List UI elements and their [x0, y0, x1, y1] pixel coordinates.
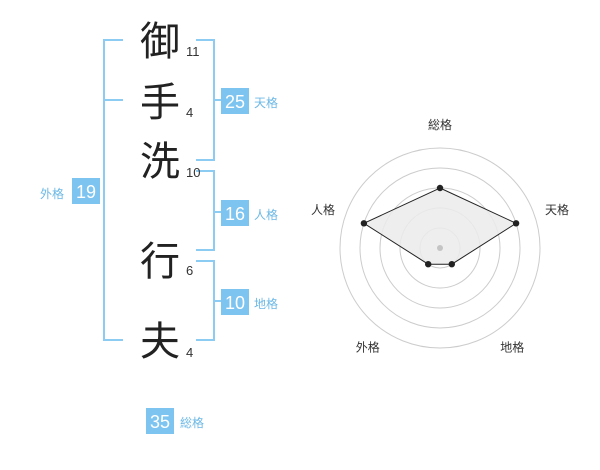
gaikaku-label: 外格 [40, 186, 64, 201]
radar-points [360, 184, 520, 268]
radar-axis-label-2: 天格 [545, 202, 569, 217]
gaikaku-value: 19 [76, 182, 96, 202]
name-char-1: 御 [140, 19, 180, 65]
radar-ring-4 [359, 167, 521, 329]
radar-center-dot [437, 245, 443, 251]
radar-axis-label-3: 地格 [500, 340, 524, 355]
name-char-3: 洗 [140, 139, 180, 185]
radar-grid [339, 147, 541, 349]
gaikaku-result: 外格 19 [40, 178, 100, 204]
stroke-count-3: 10 [186, 165, 200, 180]
chikaku-bracket [196, 260, 222, 341]
name-char-4: 行 [140, 239, 180, 285]
radar-point-2 [512, 220, 520, 227]
stroke-count-2: 4 [186, 105, 193, 120]
chikaku-label: 地格 [254, 296, 278, 311]
soukaku-result: 35 総格 [146, 408, 204, 434]
radar-axis-label-1: 総格 [428, 117, 452, 132]
chikaku-box [221, 289, 249, 315]
chikaku-value: 10 [225, 293, 245, 313]
jinkaku-value: 16 [225, 204, 245, 224]
stroke-count-4: 6 [186, 263, 193, 278]
radar-ring-5 [339, 147, 541, 349]
gaikaku-box [72, 178, 100, 204]
tenkaku-label: 天格 [254, 95, 278, 110]
tenkaku-box [221, 88, 249, 114]
jinkaku-result: 16 人格 [221, 200, 278, 226]
gaikaku-bracket [103, 39, 123, 341]
soukaku-label: 総格 [180, 415, 204, 430]
radar-point-3 [448, 261, 455, 268]
soukaku-box [146, 408, 174, 434]
stroke-count-5: 4 [186, 345, 193, 360]
radar-axis-label-5: 人格 [311, 202, 335, 217]
radar-axis-label-4: 外格 [356, 340, 380, 355]
stroke-count-1: 11 [186, 44, 200, 59]
radar-point-1 [436, 184, 444, 192]
tenkaku-value: 25 [225, 92, 245, 112]
tenkaku-result: 25 天格 [221, 88, 278, 114]
jinkaku-bracket [196, 170, 222, 251]
name-char-5: 夫 [140, 319, 180, 365]
radar-point-4 [425, 261, 432, 268]
jinkaku-box [221, 200, 249, 226]
radar-point-5 [360, 220, 368, 227]
name-char-2: 手 [140, 80, 180, 126]
jinkaku-label: 人格 [254, 207, 278, 222]
name-analysis: 御 手 洗 行 夫 11 4 10 6 4 外格 19 25 天格 16 人格 [40, 19, 278, 434]
radar-area [362, 187, 518, 265]
tenkaku-bracket [196, 39, 222, 161]
chikaku-result: 10 地格 [221, 289, 278, 315]
soukaku-value: 35 [150, 412, 170, 432]
